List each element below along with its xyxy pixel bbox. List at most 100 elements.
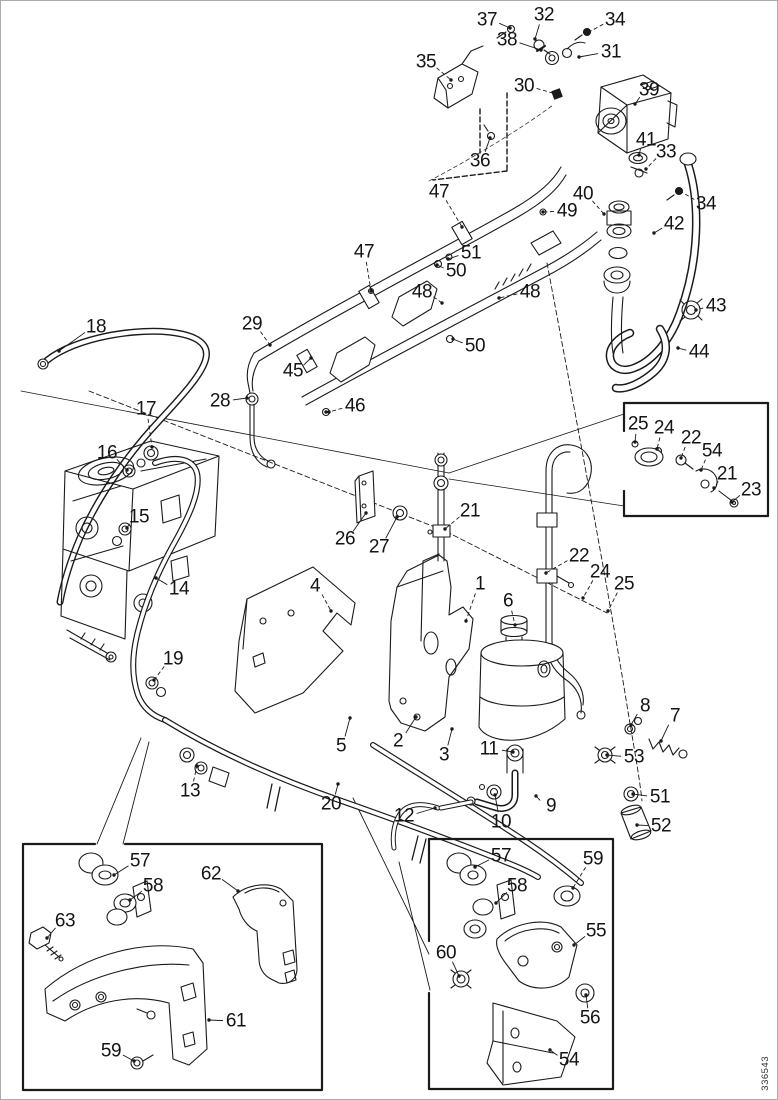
leader-dot-22 (679, 456, 683, 460)
leader-dot-44 (676, 346, 680, 350)
callout-35: 35 (415, 51, 437, 73)
callout-51: 51 (649, 786, 671, 808)
leader-dot-52 (635, 823, 639, 827)
leader-line-37 (499, 22, 511, 29)
fittings-lower-right (594, 716, 688, 841)
callout-30: 30 (513, 75, 535, 97)
leader-dot-28 (245, 396, 249, 400)
callout-45: 45 (282, 360, 304, 382)
leader-dot-57 (473, 865, 477, 869)
callout-2: 2 (392, 730, 404, 752)
leader-line-56 (585, 994, 589, 1009)
callout-27: 27 (368, 536, 390, 558)
callout-1: 1 (474, 573, 486, 595)
leader-dot-5 (348, 716, 352, 720)
callout-12: 12 (393, 805, 415, 827)
callout-43: 43 (705, 295, 727, 317)
callout-28: 28 (209, 390, 231, 412)
left-engine-assembly (37, 327, 220, 723)
callout-54: 54 (701, 440, 723, 462)
callout-26: 26 (334, 528, 356, 550)
leader-line-35 (436, 67, 452, 81)
leader-line-54 (700, 459, 706, 471)
leader-line-52 (636, 824, 649, 827)
callout-16: 16 (96, 442, 118, 464)
callout-15: 15 (128, 506, 150, 528)
leader-line-58 (129, 890, 143, 901)
callout-13: 13 (179, 780, 201, 802)
leader-dot-50 (435, 263, 439, 267)
leader-dot-51 (631, 792, 635, 796)
callout-50: 50 (464, 335, 486, 357)
callout-29: 29 (241, 313, 263, 335)
leader-dot-24 (655, 447, 659, 451)
callout-56: 56 (579, 1007, 601, 1029)
callout-34: 34 (695, 193, 717, 215)
leader-line-23 (731, 494, 741, 503)
steering-tubes-upper (245, 166, 602, 469)
callout-38: 38 (496, 29, 518, 51)
callout-6: 6 (502, 590, 514, 612)
leader-dot-61 (207, 1018, 211, 1022)
leader-line-7 (660, 724, 670, 742)
leader-line-26 (352, 512, 367, 532)
leader-line-5 (344, 717, 351, 737)
callout-57: 57 (129, 850, 151, 872)
callout-54: 54 (558, 1049, 580, 1071)
leader-line-46 (328, 407, 343, 413)
leader-dot-2 (414, 715, 418, 719)
callout-40: 40 (572, 183, 594, 205)
inset-box-bottom-left (21, 842, 324, 1092)
leader-dot-12 (433, 806, 437, 810)
callout-58: 58 (142, 875, 164, 897)
leader-dot-16 (125, 468, 129, 472)
callout-11: 11 (479, 738, 499, 760)
leader-line-11 (501, 749, 514, 753)
leader-line-61 (208, 1019, 224, 1022)
callout-22: 22 (680, 427, 702, 449)
leader-dot-56 (584, 993, 588, 997)
leader-dot-13 (195, 764, 199, 768)
callout-41: 41 (635, 129, 657, 151)
callout-9: 9 (545, 795, 557, 817)
callout-18: 18 (85, 316, 107, 338)
leader-line-14 (155, 577, 168, 586)
leader-dot-32 (533, 37, 537, 41)
leader-dot-43 (694, 308, 698, 312)
leader-dot-18 (57, 349, 61, 353)
vertical-tubes (427, 444, 592, 720)
leader-line-40 (592, 200, 605, 215)
leader-dot-36 (488, 136, 492, 140)
leader-dot-27 (395, 515, 399, 519)
leader-dot-41 (637, 153, 641, 157)
leader-line-18 (58, 332, 86, 352)
leader-line-38 (519, 42, 542, 51)
callout-20: 20 (320, 793, 342, 815)
leader-dot-7 (659, 739, 663, 743)
leader-dot-38 (539, 48, 543, 52)
mount-brackets (234, 470, 474, 732)
reference-lines (20, 104, 643, 991)
leader-line-17 (147, 418, 153, 448)
leader-dot-9 (534, 794, 538, 798)
callout-52: 52 (650, 815, 672, 837)
leader-line-1 (465, 593, 476, 622)
callout-48: 48 (411, 281, 433, 303)
leader-dot-47 (369, 289, 373, 293)
leader-dot-24 (581, 596, 585, 600)
leader-line-45 (303, 357, 312, 366)
callout-47: 47 (428, 181, 450, 203)
leader-line-43 (695, 307, 704, 311)
leader-line-59 (572, 866, 587, 889)
leader-dot-25 (606, 609, 610, 613)
leader-dot-10 (493, 793, 497, 797)
leader-dot-25 (633, 440, 637, 444)
leader-line-28 (232, 397, 248, 401)
leader-line-22 (545, 560, 568, 574)
leader-dot-59 (132, 1059, 136, 1063)
leader-dot-48 (440, 301, 444, 305)
callout-46: 46 (344, 395, 366, 417)
leader-line-21 (713, 481, 719, 489)
callout-4: 4 (309, 575, 321, 597)
callout-7: 7 (669, 705, 681, 727)
